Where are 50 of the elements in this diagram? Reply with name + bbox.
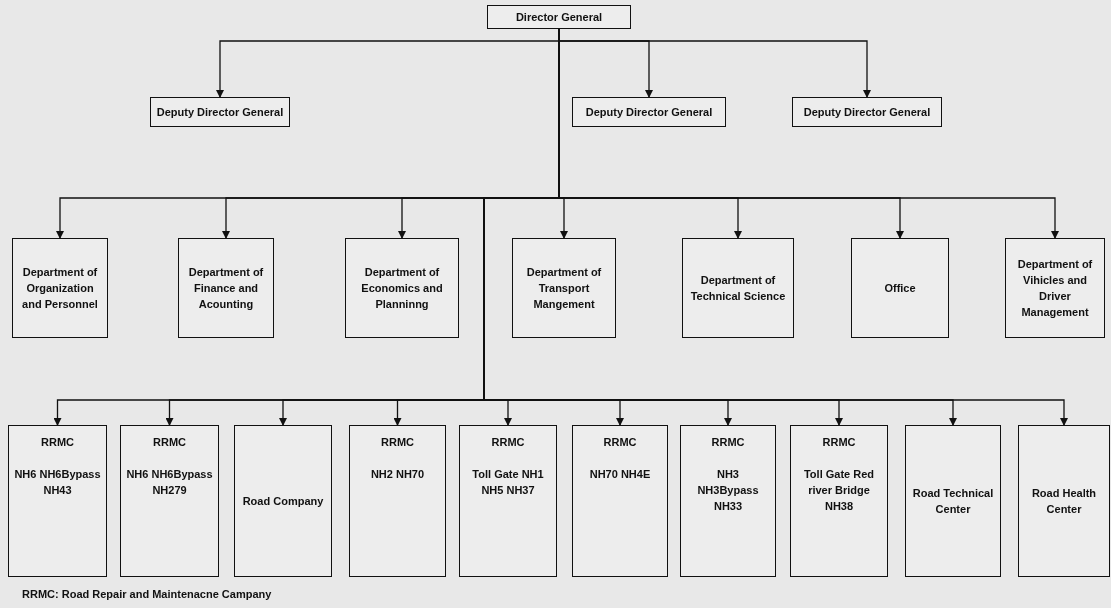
box-text: NH6 NH6Bypass NH43 bbox=[13, 467, 102, 498]
org-box bbox=[120, 425, 219, 577]
box-text: Toll Gate NH1 NH5 NH37 bbox=[471, 467, 545, 498]
org-box bbox=[680, 425, 776, 577]
box-text: Department of Economics and Planninng bbox=[360, 265, 444, 312]
org-box bbox=[682, 238, 794, 338]
box-text: Road Health Center bbox=[1030, 486, 1098, 517]
box-text: Road Company bbox=[242, 494, 324, 509]
box-heading: RRMC bbox=[603, 435, 637, 450]
box-text: Director General bbox=[515, 10, 603, 25]
box-text: NH2 NH70 bbox=[370, 467, 425, 482]
org-box bbox=[905, 425, 1001, 577]
box-text: Department of Vihicles and Driver Management bbox=[1016, 257, 1094, 320]
box-text: Department of Technical Science bbox=[689, 273, 787, 304]
org-box bbox=[572, 97, 726, 127]
box-text: Deputy Director General bbox=[803, 105, 931, 120]
box-heading: RRMC bbox=[153, 435, 186, 450]
box-heading: RRMC bbox=[491, 435, 525, 450]
box-text: Department of Transport Mangement bbox=[525, 265, 603, 312]
org-box bbox=[792, 97, 942, 127]
box-text: Road Technical Center bbox=[911, 486, 995, 517]
box-text: NH6 NH6Bypass NH279 bbox=[125, 467, 214, 498]
org-box bbox=[12, 238, 108, 338]
box-text: Deputy Director General bbox=[156, 105, 284, 120]
box-text: NH70 NH4E bbox=[589, 467, 651, 482]
org-box bbox=[487, 5, 631, 29]
box-heading: RRMC bbox=[41, 435, 74, 450]
org-box bbox=[851, 238, 949, 338]
org-box bbox=[178, 238, 274, 338]
org-box bbox=[349, 425, 446, 577]
org-box bbox=[790, 425, 888, 577]
box-heading: RRMC bbox=[822, 435, 856, 450]
box-text: Department of Organization and Personnel bbox=[21, 265, 99, 312]
box-heading: RRMC bbox=[711, 435, 745, 450]
org-box bbox=[1018, 425, 1110, 577]
box-text: Toll Gate Red river Bridge NH38 bbox=[802, 467, 876, 514]
org-box bbox=[234, 425, 332, 577]
footnote: RRMC: Road Repair and Maintenacne Campany bbox=[22, 587, 272, 602]
box-text: Department of Finance and Acounting bbox=[187, 265, 265, 312]
org-box bbox=[572, 425, 668, 577]
org-box bbox=[459, 425, 557, 577]
org-box bbox=[512, 238, 616, 338]
org-box bbox=[1005, 238, 1105, 338]
box-text: Office bbox=[884, 281, 916, 296]
org-box bbox=[150, 97, 290, 127]
box-text: NH3 NH3Bypass NH33 bbox=[696, 467, 760, 514]
box-text: Deputy Director General bbox=[585, 105, 713, 120]
org-box bbox=[8, 425, 107, 577]
org-box bbox=[345, 238, 459, 338]
box-heading: RRMC bbox=[381, 435, 414, 450]
